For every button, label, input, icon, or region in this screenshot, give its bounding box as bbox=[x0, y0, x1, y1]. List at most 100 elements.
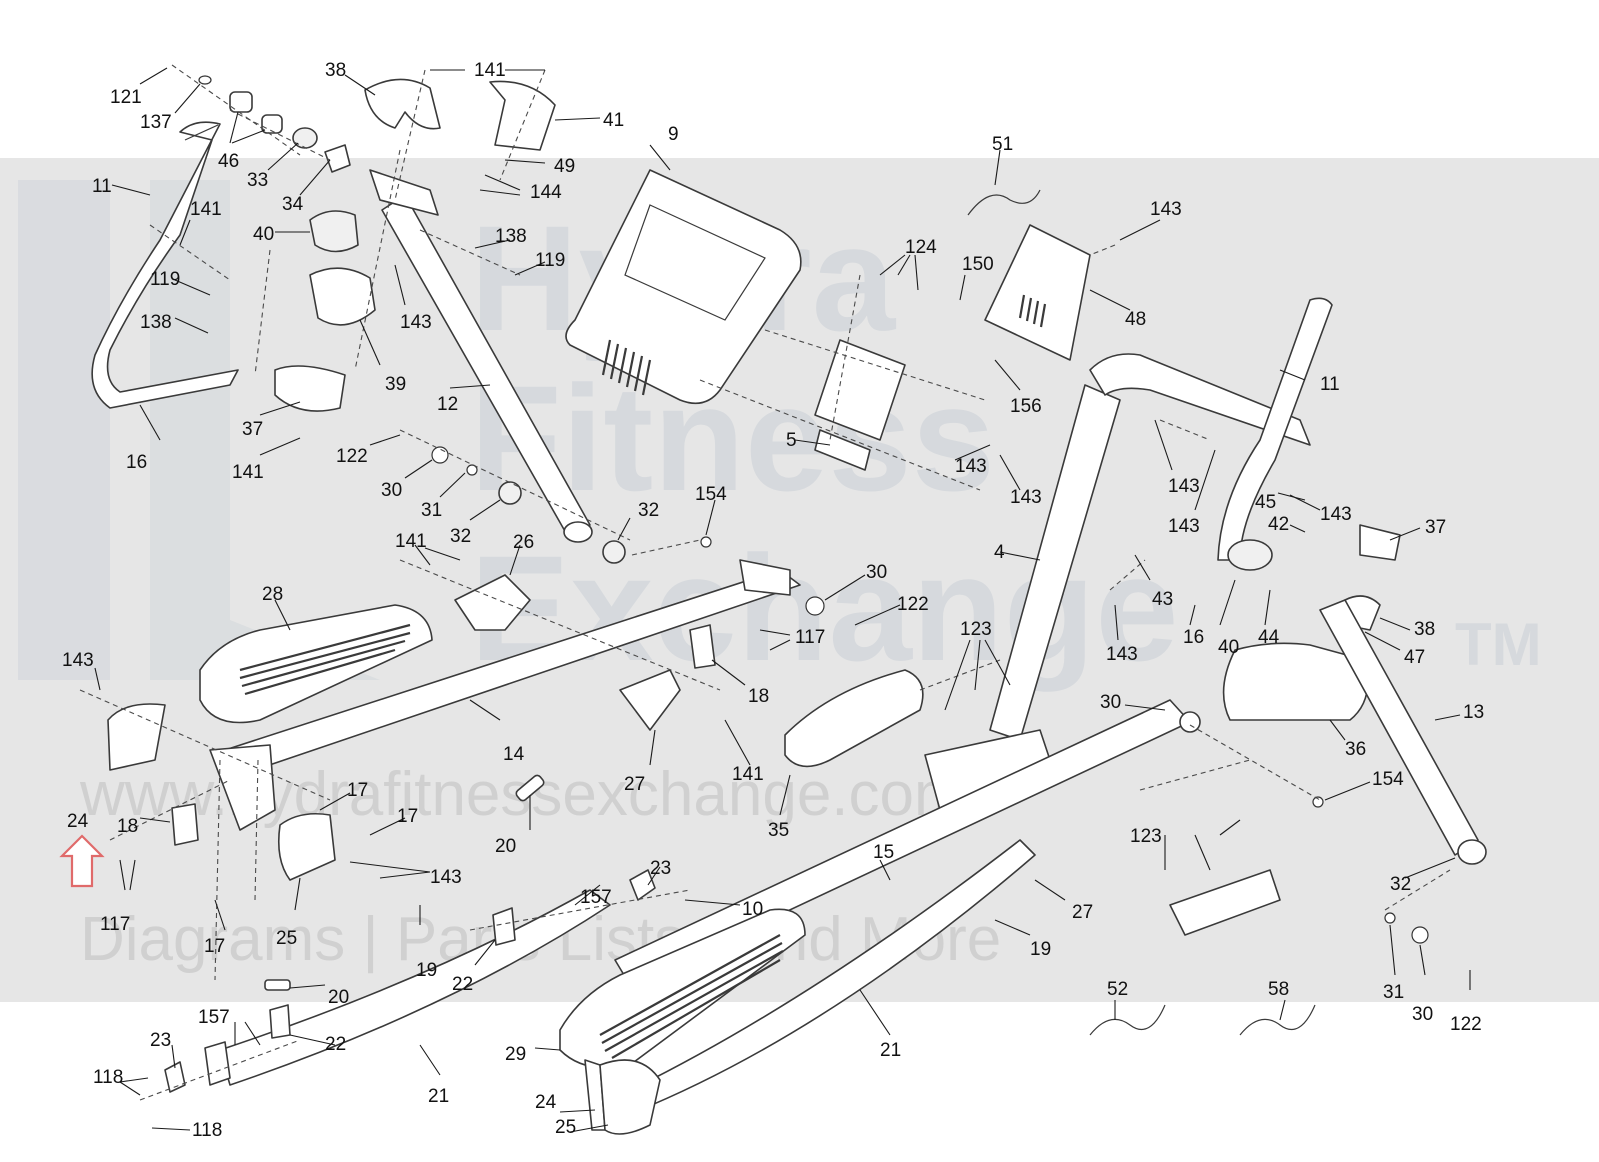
callout-14: 14 bbox=[503, 744, 525, 765]
bracket-18-left bbox=[171, 803, 199, 846]
callout-22: 22 bbox=[325, 1034, 346, 1055]
callout-156: 156 bbox=[1010, 396, 1042, 417]
callout-17: 17 bbox=[397, 806, 418, 827]
callout-39: 39 bbox=[385, 374, 406, 395]
callout-118: 118 bbox=[93, 1067, 123, 1088]
callout-119: 119 bbox=[535, 250, 565, 271]
bracket-26 bbox=[454, 574, 531, 631]
callout-32: 32 bbox=[450, 526, 471, 547]
plate-23a bbox=[629, 869, 656, 901]
callout-144: 144 bbox=[530, 182, 562, 203]
callout-141: 141 bbox=[232, 462, 264, 483]
callout-154: 154 bbox=[695, 484, 727, 505]
bushing-46a bbox=[229, 91, 253, 113]
callout-124: 124 bbox=[905, 237, 937, 258]
callout-25: 25 bbox=[555, 1117, 576, 1138]
callout-13: 13 bbox=[1463, 702, 1484, 723]
bracket-17 bbox=[209, 744, 276, 831]
bushing-46b bbox=[261, 114, 283, 134]
callout-141: 141 bbox=[732, 764, 764, 785]
pin-20 bbox=[515, 774, 545, 802]
callout-4: 4 bbox=[994, 542, 1005, 563]
indicator-arrow bbox=[59, 834, 105, 888]
callout-11: 11 bbox=[92, 176, 112, 197]
pedal-arm-right-21 bbox=[609, 839, 1036, 1119]
plate-22b bbox=[269, 1004, 291, 1039]
callout-154: 154 bbox=[1372, 769, 1404, 790]
callout-122: 122 bbox=[897, 594, 929, 615]
base-plate-right bbox=[1169, 869, 1281, 936]
shroud-39 bbox=[309, 267, 376, 326]
rear-leg-13 bbox=[1319, 599, 1479, 856]
assembly-lines bbox=[79, 64, 1451, 1101]
callout-143: 143 bbox=[1150, 199, 1182, 220]
callout-16: 16 bbox=[126, 452, 147, 473]
washer-154b bbox=[1312, 796, 1324, 808]
callout-22: 22 bbox=[452, 974, 473, 995]
callout-28: 28 bbox=[262, 584, 283, 605]
callout-143: 143 bbox=[1168, 516, 1200, 537]
shroud-37 bbox=[274, 365, 346, 412]
washer-31b bbox=[1384, 912, 1396, 924]
callout-143: 143 bbox=[1106, 644, 1138, 665]
bearing-32b bbox=[602, 540, 626, 564]
callout-34: 34 bbox=[282, 194, 304, 215]
callout-143: 143 bbox=[1168, 476, 1200, 497]
callout-31: 31 bbox=[1383, 982, 1404, 1003]
callout-23: 23 bbox=[150, 1030, 171, 1051]
callout-20: 20 bbox=[495, 836, 516, 857]
pin-20b bbox=[264, 979, 291, 991]
callout-122: 122 bbox=[1450, 1014, 1482, 1035]
callout-41: 41 bbox=[603, 110, 624, 131]
callout-38: 38 bbox=[325, 60, 346, 81]
washer-30b bbox=[805, 596, 825, 616]
washer-30a bbox=[431, 446, 449, 464]
callout-20: 20 bbox=[328, 987, 349, 1008]
leader-lines bbox=[94, 67, 1471, 1133]
wire-58 bbox=[1239, 1004, 1316, 1036]
callout-118: 118 bbox=[192, 1120, 222, 1141]
callout-117: 117 bbox=[100, 914, 130, 935]
pedal-28-grip bbox=[239, 623, 411, 696]
left-handlebar bbox=[91, 121, 239, 409]
callout-17: 17 bbox=[347, 780, 368, 801]
callout-36: 36 bbox=[1345, 739, 1366, 760]
callout-16: 16 bbox=[1183, 627, 1204, 648]
stabilizer-cover-35 bbox=[784, 669, 924, 768]
shroud-40 bbox=[309, 210, 359, 253]
console-9 bbox=[565, 169, 802, 405]
callout-21: 21 bbox=[428, 1086, 449, 1107]
plate-22a bbox=[492, 907, 516, 946]
bearing-33 bbox=[292, 127, 318, 149]
callout-30: 30 bbox=[381, 480, 402, 501]
callout-123: 123 bbox=[1130, 826, 1162, 847]
right-shroud-37 bbox=[1359, 524, 1401, 561]
callout-15: 15 bbox=[873, 842, 894, 863]
callout-43: 43 bbox=[1152, 589, 1173, 610]
plate-left-base bbox=[204, 1041, 231, 1086]
callout-32: 32 bbox=[638, 500, 659, 521]
wire-52 bbox=[1089, 1004, 1166, 1036]
shroud-25-left bbox=[277, 812, 336, 881]
callout-141: 141 bbox=[190, 199, 222, 220]
bracket-18 bbox=[689, 624, 716, 669]
callout-137: 137 bbox=[140, 112, 172, 133]
parts-layer bbox=[91, 75, 1487, 1135]
right-handlebar-11 bbox=[1217, 297, 1333, 561]
callout-49: 49 bbox=[554, 156, 575, 177]
callout-122: 122 bbox=[336, 446, 368, 467]
callout-5: 5 bbox=[786, 430, 797, 451]
washer-154a bbox=[700, 536, 712, 548]
bearing-32a bbox=[498, 481, 522, 505]
callout-10: 10 bbox=[742, 899, 763, 920]
watermark-band bbox=[0, 158, 1599, 1002]
callout-27: 27 bbox=[1072, 902, 1093, 923]
callout-30: 30 bbox=[1100, 692, 1121, 713]
cover-38-top bbox=[364, 78, 441, 130]
callout-25: 25 bbox=[276, 928, 297, 949]
callout-29: 29 bbox=[505, 1044, 526, 1065]
callout-19: 19 bbox=[416, 960, 437, 981]
bracket-27 bbox=[619, 669, 681, 731]
callout-150: 150 bbox=[962, 254, 994, 275]
